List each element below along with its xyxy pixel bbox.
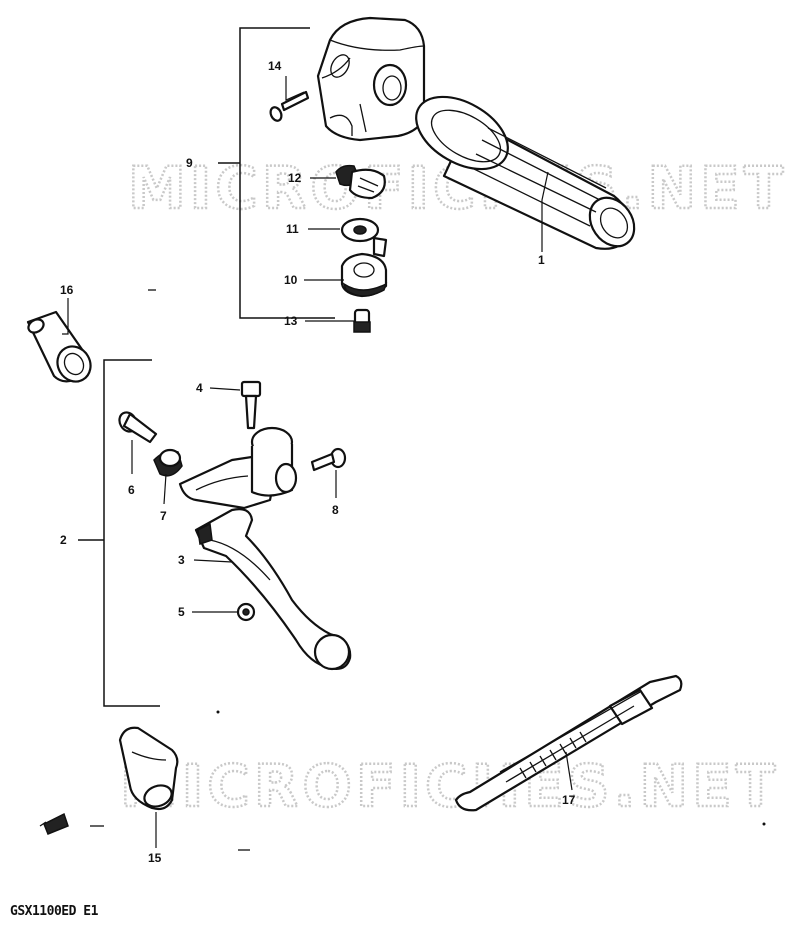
nut-5 <box>236 602 256 622</box>
callout-2: 2 <box>60 533 67 547</box>
lever-boot-15 <box>118 726 179 811</box>
screw-8 <box>310 447 347 472</box>
screw-14 <box>269 90 310 122</box>
callout-5: 5 <box>178 605 185 619</box>
callout-labels: 1 2 3 4 5 6 7 8 9 10 11 12 13 14 15 16 1… <box>60 59 576 865</box>
clutch-lever-3 <box>194 508 352 671</box>
small-clip <box>39 812 69 835</box>
callout-6: 6 <box>128 483 135 497</box>
leader-lines <box>62 76 573 848</box>
callout-16: 16 <box>60 283 74 297</box>
callout-15: 15 <box>148 851 162 865</box>
washer-11 <box>340 217 388 258</box>
callout-11: 11 <box>286 222 299 236</box>
cable-tie-17 <box>454 674 683 812</box>
callout-12: 12 <box>288 171 302 185</box>
group-bracket-2 <box>103 359 160 707</box>
callout-1: 1 <box>538 253 545 267</box>
lever-bracket <box>178 426 298 510</box>
callout-14: 14 <box>268 59 282 73</box>
nut-7 <box>153 448 183 477</box>
screw-13 <box>353 308 371 333</box>
switch-housing <box>316 16 426 142</box>
callout-13: 13 <box>284 314 298 328</box>
model-code: GSX1100ED E1 <box>10 904 98 919</box>
switch-body-10 <box>340 252 388 298</box>
callout-17: 17 <box>562 793 576 807</box>
callout-10: 10 <box>284 273 298 287</box>
lever-cap-16 <box>26 310 92 383</box>
callout-7: 7 <box>160 509 167 523</box>
bolt-4 <box>240 380 262 430</box>
pivot-bolt-6 <box>118 411 158 444</box>
specks <box>90 289 766 851</box>
group-bracket-9 <box>239 27 335 319</box>
callout-9: 9 <box>186 156 193 170</box>
switch-knob-12 <box>335 164 386 200</box>
callout-3: 3 <box>178 553 185 567</box>
callout-4: 4 <box>196 381 203 395</box>
handlebar-grip <box>415 95 636 250</box>
callout-8: 8 <box>332 503 339 517</box>
watermark-bottom: MICROFICHES.NET <box>120 752 779 820</box>
